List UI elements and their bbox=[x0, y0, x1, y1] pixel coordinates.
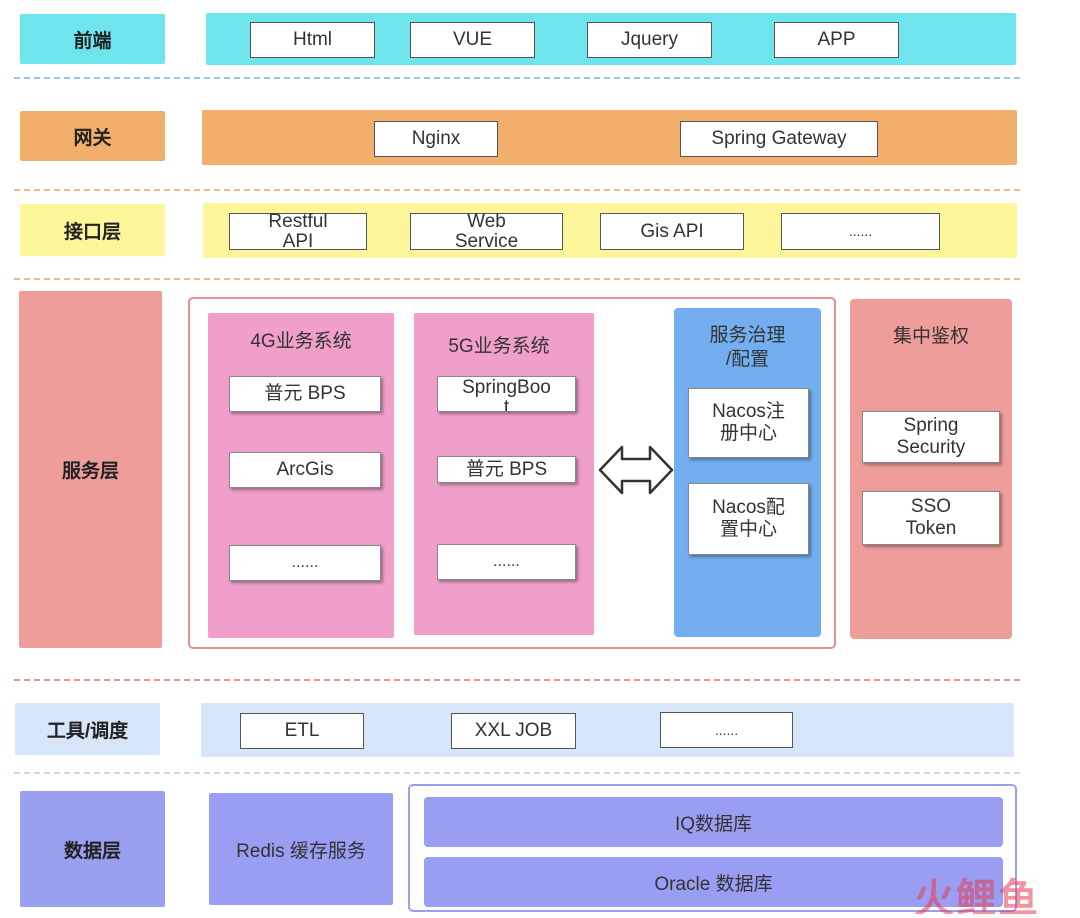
frontend-item-html: Html bbox=[250, 22, 375, 58]
biz-5g-title: 5G业务系统 bbox=[448, 336, 550, 358]
biz-4g-item-arcgis: ArcGis bbox=[229, 452, 381, 488]
biz-4g-item-bps: 普元 BPS bbox=[229, 376, 381, 412]
governance-item-nacos-registry: Nacos注 册中心 bbox=[688, 388, 809, 458]
governance-title: 服务治理 /配置 bbox=[709, 325, 786, 370]
divider-3 bbox=[14, 278, 1020, 280]
layer-label-interface: 接口层 bbox=[20, 204, 165, 256]
interface-item-restful-api: Restful API bbox=[229, 211, 367, 251]
gateway-band bbox=[202, 110, 1017, 165]
governance-panel bbox=[674, 308, 821, 637]
auth-title: 集中鉴权 bbox=[892, 326, 969, 348]
interface-item-web-service: Web Service bbox=[410, 211, 563, 251]
gateway-item-spring-gateway: Spring Gateway bbox=[680, 121, 878, 157]
frontend-item-vue: VUE bbox=[410, 22, 535, 58]
tools-item-etl: ETL bbox=[240, 713, 364, 749]
interface-item-gis-api: Gis API bbox=[600, 213, 744, 250]
biz-5g-item-springboot: SpringBoo t bbox=[437, 376, 576, 412]
layer-label-data: 数据层 bbox=[20, 791, 165, 907]
interface-item-more: ...... bbox=[781, 213, 940, 250]
frontend-item-app: APP bbox=[774, 22, 899, 58]
double-arrow-icon bbox=[598, 445, 674, 495]
divider-4 bbox=[14, 679, 1020, 681]
database-oracle: Oracle 数据库 bbox=[424, 857, 1003, 907]
divider-1 bbox=[14, 77, 1020, 79]
frontend-item-jquery: Jquery bbox=[587, 22, 712, 58]
biz-4g-item-more: ...... bbox=[229, 545, 381, 581]
divider-2 bbox=[14, 189, 1020, 191]
auth-panel bbox=[850, 299, 1012, 639]
biz-5g-item-bps: 普元 BPS bbox=[437, 456, 576, 483]
layer-label-service: 服务层 bbox=[19, 291, 162, 648]
biz-5g-item-more: ...... bbox=[437, 544, 576, 580]
tools-item-more: ...... bbox=[660, 712, 793, 748]
layer-label-tools: 工具/调度 bbox=[15, 703, 160, 755]
tools-item-xxl-job: XXL JOB bbox=[451, 713, 576, 749]
layer-label-frontend: 前端 bbox=[20, 14, 165, 64]
auth-item-sso-token: SSO Token bbox=[862, 491, 1000, 545]
auth-item-spring-security: Spring Security bbox=[862, 411, 1000, 463]
watermark-logo: 火鲤鱼 bbox=[914, 877, 1040, 914]
governance-item-nacos-config: Nacos配 置中心 bbox=[688, 483, 809, 555]
redis-cache-service: Redis 缓存服务 bbox=[209, 793, 393, 905]
divider-5 bbox=[14, 772, 1020, 774]
database-iq: IQ数据库 bbox=[424, 797, 1003, 847]
layer-label-gateway: 网关 bbox=[20, 111, 165, 161]
biz-4g-title: 4G业务系统 bbox=[250, 331, 352, 353]
gateway-item-nginx: Nginx bbox=[374, 121, 498, 157]
